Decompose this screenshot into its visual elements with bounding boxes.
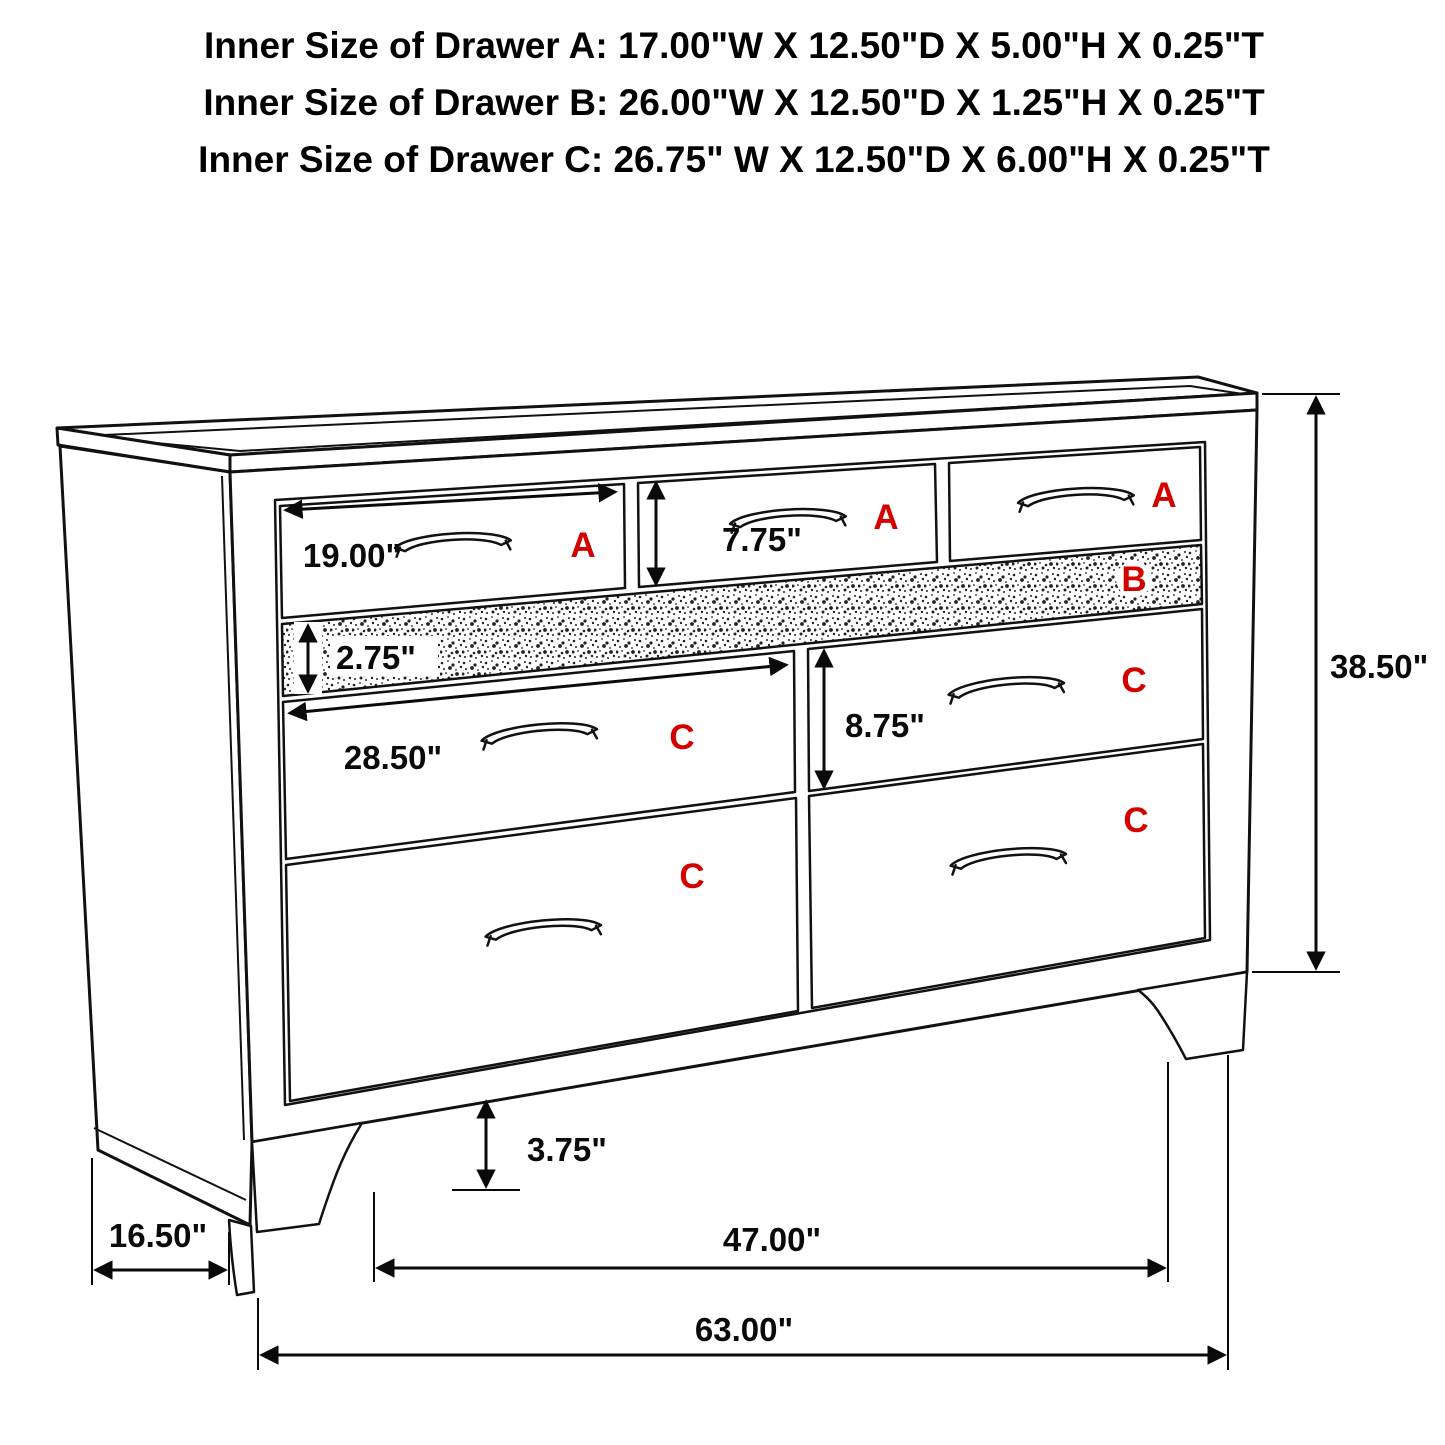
label-drawer-b: B <box>1121 560 1146 599</box>
dim-total-height-label: 38.50" <box>1330 648 1428 685</box>
dimension-annotations: 19.00" 7.75" 2.75" 28.50" 8.75" 38.50" 3… <box>91 393 1428 1370</box>
dim-depth-label: 16.50" <box>109 1217 207 1254</box>
dim-feet-span-label: 47.00" <box>723 1221 821 1258</box>
drawer-c-bottom-left-front <box>284 796 800 1103</box>
drawer-a2-front <box>636 462 939 589</box>
label-drawer-a3: A <box>1151 476 1176 515</box>
dim-total-width-label: 63.00" <box>695 1311 793 1348</box>
front-right-bracket-foot <box>1136 970 1249 1061</box>
label-drawer-a1: A <box>570 526 595 565</box>
dim-drawer-c-width-label: 28.50" <box>344 739 442 776</box>
label-drawer-a2: A <box>873 498 898 537</box>
label-drawer-c-top-left: C <box>669 718 694 757</box>
title-block: Inner Size of Drawer A: 17.00"W X 12.50"… <box>198 25 1270 180</box>
dim-drawer-c-width-arrow <box>287 656 789 722</box>
label-drawer-c-bottom-left: C <box>679 857 704 896</box>
dim-drawer-a-height-label: 7.75" <box>722 521 802 558</box>
cabinet-left-side-panel <box>58 444 254 1227</box>
title-line-2: Inner Size of Drawer B: 26.00"W X 12.50"… <box>203 82 1265 123</box>
drawer-c-bottom-right-front <box>807 742 1207 1010</box>
label-drawer-c-bottom-right: C <box>1123 801 1148 840</box>
dim-foot-height-label: 3.75" <box>527 1131 607 1168</box>
drawer-letter-labels: A A A B C C C C <box>570 476 1176 896</box>
dim-drawer-c-height-label: 8.75" <box>845 707 925 744</box>
left-side-foot <box>227 1218 256 1297</box>
dim-band-height-label: 2.75" <box>336 639 416 676</box>
side-panel-base-line <box>93 1127 247 1201</box>
title-line-3: Inner Size of Drawer C: 26.75" W X 12.50… <box>198 139 1270 180</box>
drawer-a3-front <box>947 445 1203 563</box>
title-line-1: Inner Size of Drawer A: 17.00"W X 12.50"… <box>204 25 1264 66</box>
label-drawer-c-top-right: C <box>1121 661 1146 700</box>
side-panel-front-edge-line <box>221 475 245 1141</box>
dim-drawer-a-width-label: 19.00" <box>303 537 401 574</box>
drawer-c-top-right-front <box>806 607 1205 793</box>
front-left-bracket-foot <box>250 1121 364 1234</box>
dim-drawer-a-width-arrow <box>283 483 618 519</box>
band-letter-backdrop <box>1116 561 1152 597</box>
